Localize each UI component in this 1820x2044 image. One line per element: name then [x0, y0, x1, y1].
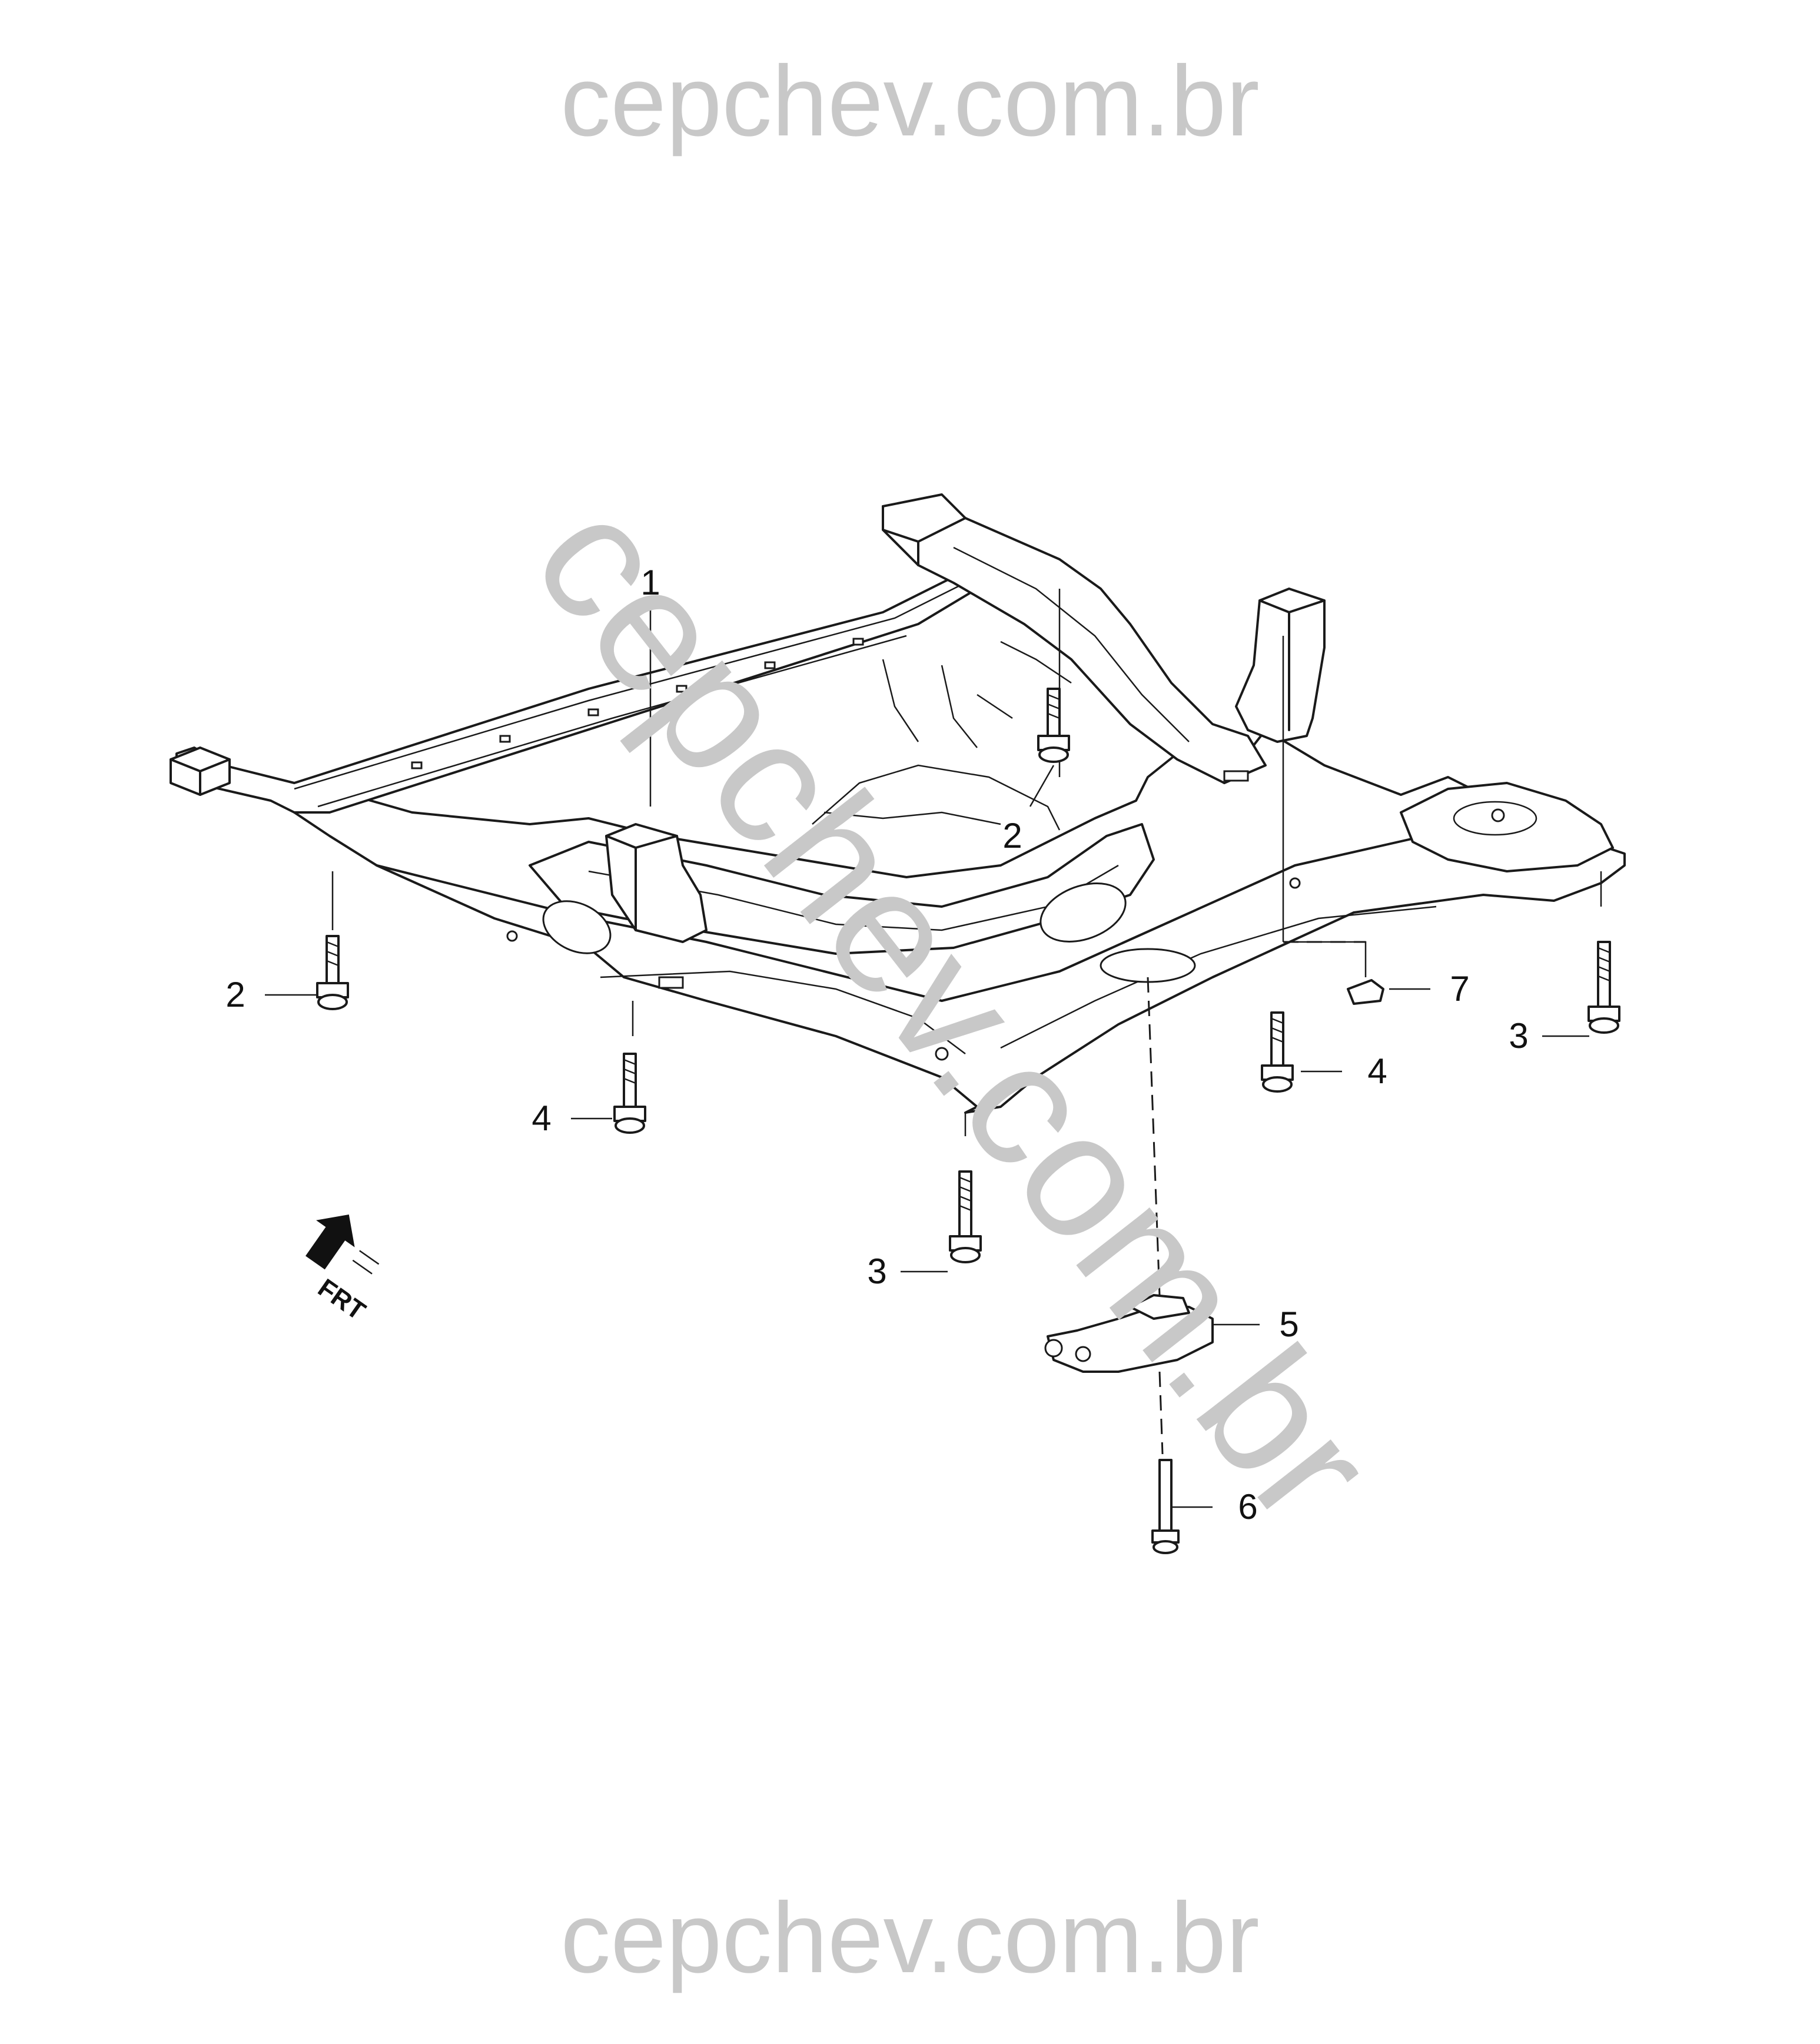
bolt-3-right	[1587, 941, 1620, 1034]
front-orientation-badge: FRT	[305, 1214, 380, 1326]
callout-3-left: 3	[867, 1252, 886, 1291]
callout-5: 5	[1279, 1305, 1298, 1344]
callout-3-right: 3	[1509, 1016, 1528, 1056]
watermark-bottom: cepchev.com.br	[560, 1882, 1259, 1994]
front-arrow-icon	[305, 1214, 355, 1270]
cutout-left	[542, 900, 612, 954]
callout-4-right: 4	[1367, 1051, 1387, 1091]
watermark-top: cepchev.com.br	[560, 45, 1259, 157]
bolt-4-right	[1261, 1011, 1294, 1093]
clip-part-7	[1347, 979, 1384, 1005]
callout-2-left: 2	[225, 975, 245, 1014]
engine-mount-part-5	[1044, 1294, 1214, 1373]
callout-1: 1	[640, 563, 660, 602]
front-subframe	[170, 493, 1626, 1114]
bolt-2-left	[316, 935, 349, 1010]
leader-lines	[265, 589, 1602, 1508]
bolt-2-right	[1037, 688, 1070, 763]
rear-arm	[882, 493, 1267, 784]
front-left-tower	[605, 823, 708, 943]
rear-tower	[1235, 588, 1326, 743]
callout-6: 6	[1238, 1487, 1257, 1527]
frt-label: FRT	[313, 1273, 370, 1326]
bolt-3-left	[949, 1170, 982, 1263]
callout-4-left: 4	[532, 1099, 551, 1138]
mount-pocket	[1100, 948, 1196, 983]
callout-7: 7	[1450, 969, 1469, 1008]
right-pad	[1400, 782, 1614, 872]
bolt-6	[1151, 1459, 1180, 1554]
bolt-4-left	[613, 1053, 646, 1134]
cutout-center	[1039, 882, 1127, 943]
callout-2-right: 2	[1002, 816, 1022, 855]
